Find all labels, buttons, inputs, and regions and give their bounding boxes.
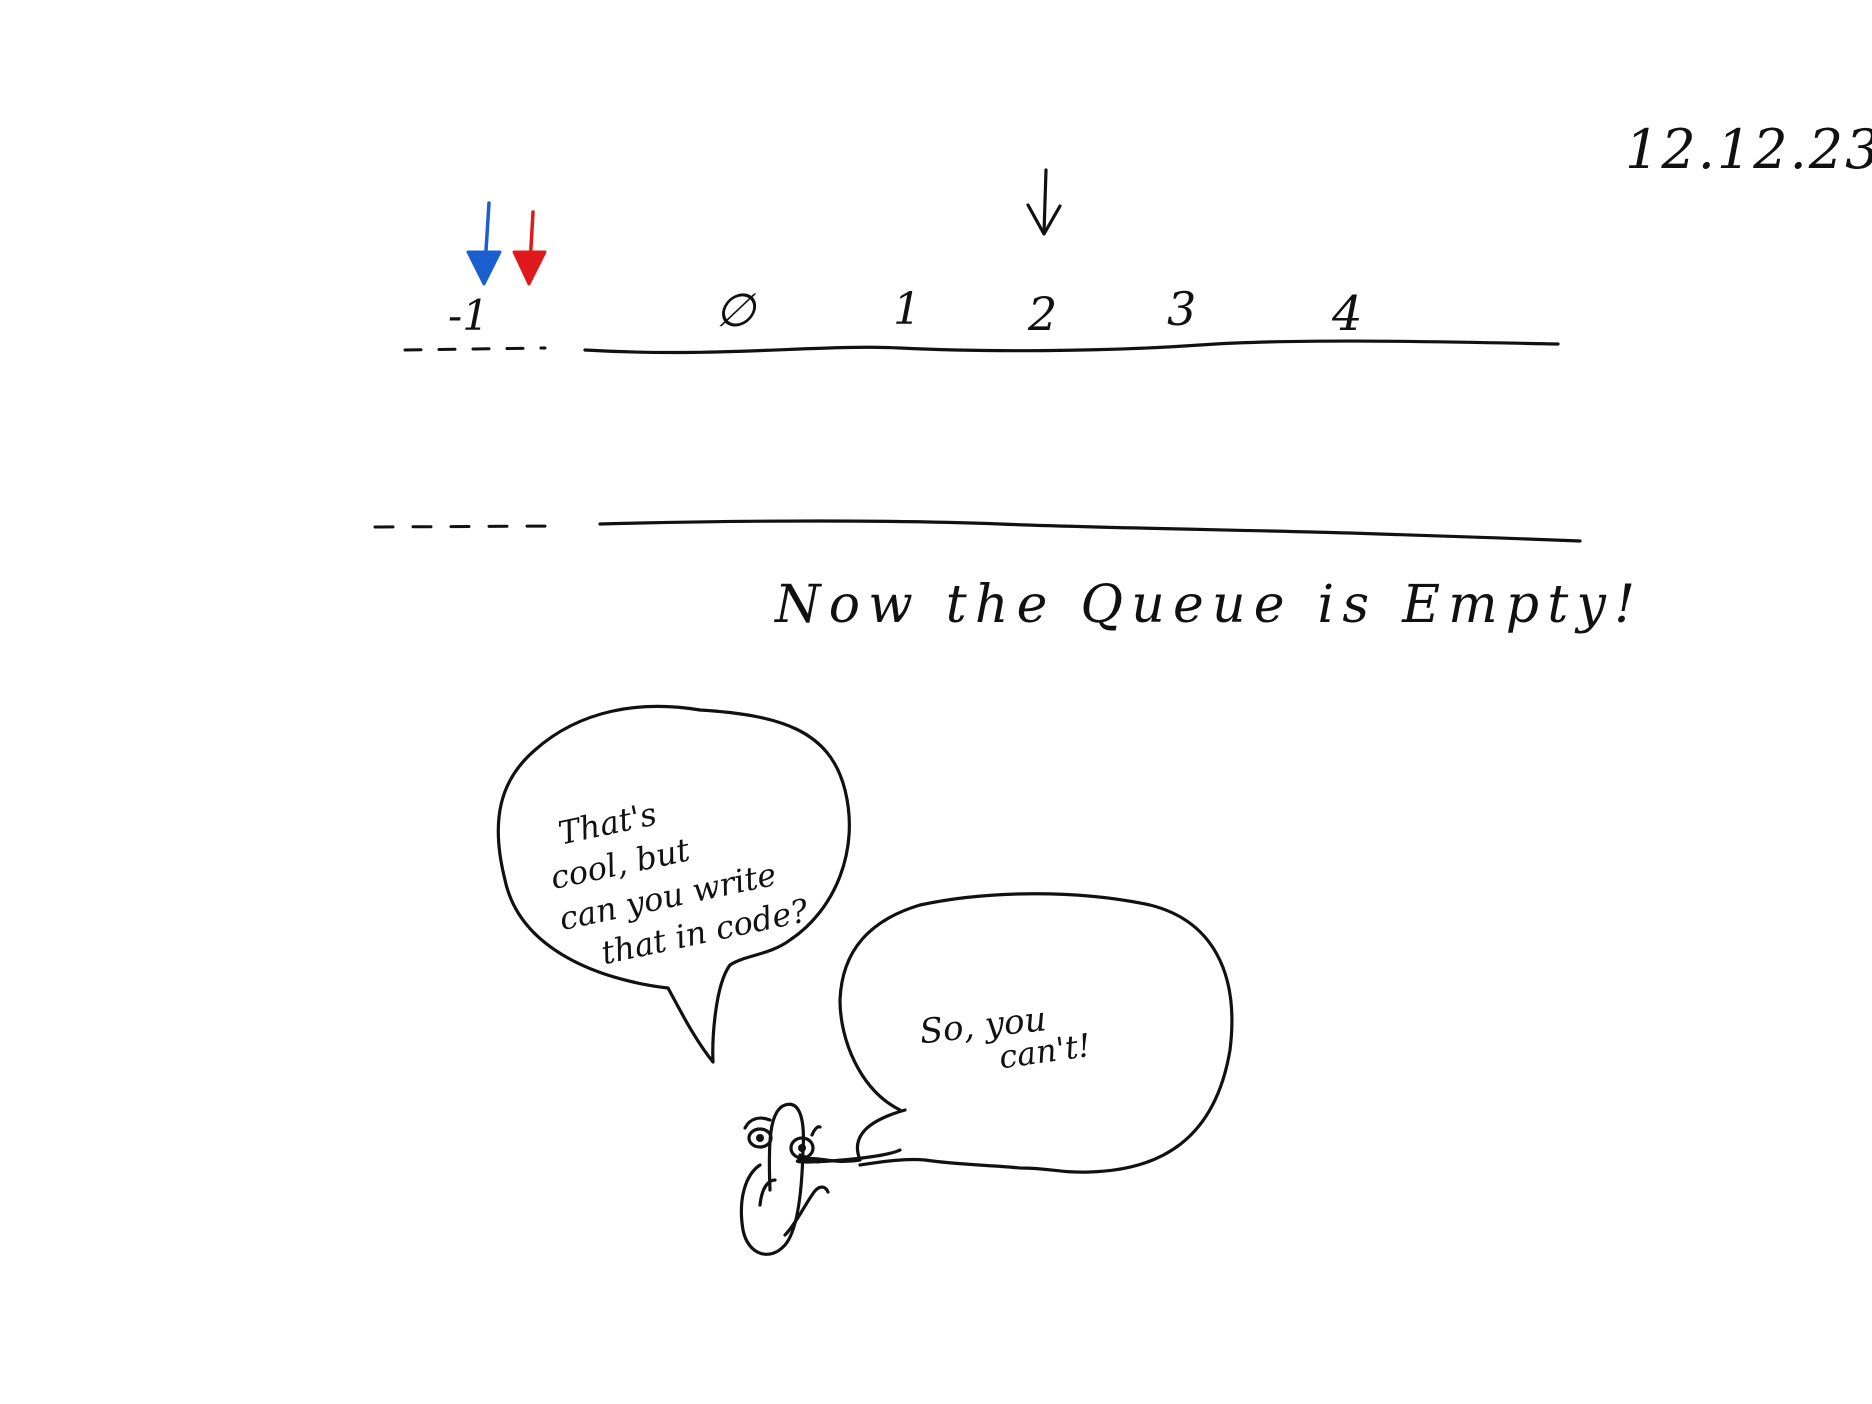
speech-bubble-right-outline [795, 892, 1234, 1174]
down-arrow-icon-head [466, 250, 502, 286]
index-label-4: 4 [1331, 286, 1363, 342]
speech-bubble-left-outline [496, 704, 851, 1064]
paperclip-mascot-icon [739, 1102, 830, 1256]
down-arrow-icon [1042, 168, 1048, 235]
index-label-3: 3 [1167, 282, 1196, 336]
queue-top-line [583, 339, 1560, 355]
mascot-left-eye [747, 1127, 773, 1149]
index-label-0: ∅ [715, 283, 757, 337]
queue-top-dashed-line [403, 346, 547, 352]
down-arrow-icon-head [512, 250, 547, 286]
index-label-2: 2 [1027, 287, 1057, 341]
rear-pointer-arrow [512, 210, 547, 286]
queue-bottom-line [598, 519, 1582, 543]
index-before-start: -1 [448, 291, 489, 340]
marker-pointer-arrow [1026, 168, 1062, 236]
date-label: 12.12.23 [1625, 118, 1872, 181]
mascot-right-eye [789, 1136, 815, 1160]
index-label-1: 1 [893, 284, 921, 335]
queue-bottom-dashed-line [373, 524, 562, 529]
queue-empty-caption: Now the Queue is Empty! [773, 575, 1635, 635]
speech-bubble-left: That's cool, but can you write that in c… [496, 704, 851, 1064]
speech-bubble-right: So, you can't! [795, 892, 1234, 1174]
speech-bubble-left-text: That's cool, but can you write that in c… [547, 795, 812, 972]
front-pointer-arrow [466, 201, 502, 286]
